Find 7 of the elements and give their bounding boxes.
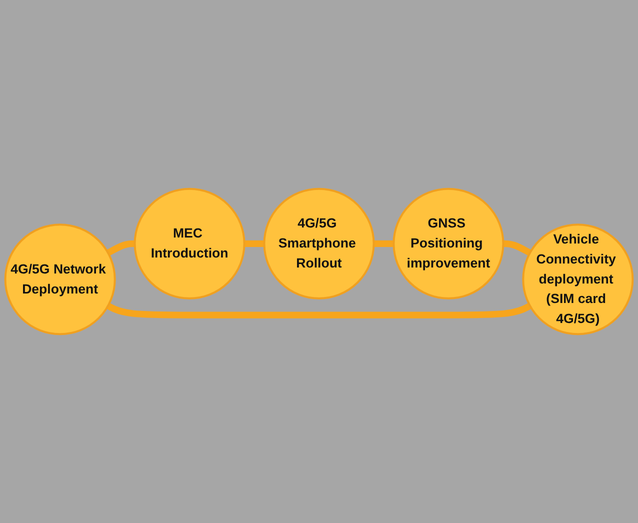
node-circle: GNSS Positioning improvement bbox=[392, 188, 504, 300]
node-circle: 4G/5G Smartphone Rollout bbox=[263, 188, 375, 300]
node-circle: 4G/5G Network Deployment bbox=[4, 224, 116, 336]
connector bbox=[502, 240, 532, 256]
connector bbox=[106, 302, 532, 318]
node-circle: Vehicle Connectivity deployment (SIM card 4G/5G) bbox=[522, 224, 634, 336]
node-circle: MEC Introduction bbox=[134, 188, 246, 300]
